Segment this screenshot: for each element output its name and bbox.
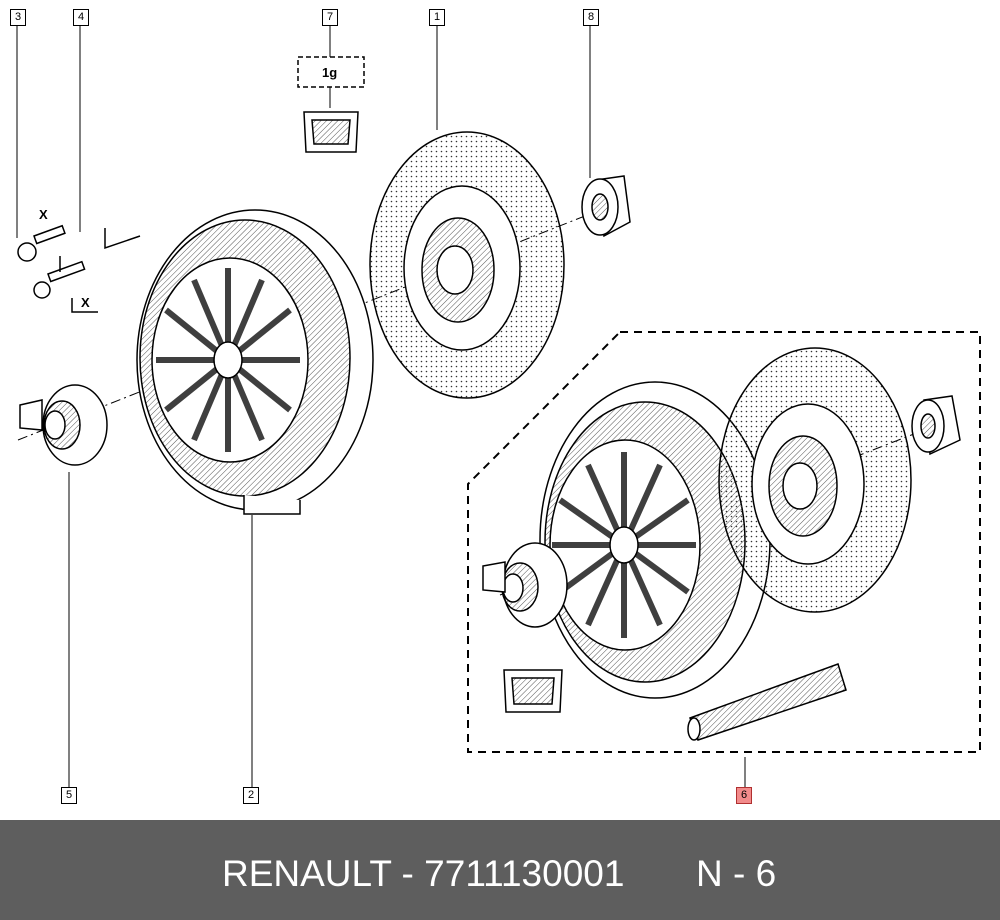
kit-pressure-plate <box>539 381 771 699</box>
bearing-ring <box>581 175 631 238</box>
callout-1[interactable]: 1 <box>429 9 445 26</box>
grease-box <box>297 56 365 88</box>
callout-6-highlighted[interactable]: 6 <box>736 787 752 804</box>
kit-clutch-disc <box>718 347 912 613</box>
kit-boundary <box>467 331 981 753</box>
torque-mark-2: X <box>81 295 90 310</box>
callout-8[interactable]: 8 <box>583 9 599 26</box>
pressure-plate <box>136 209 374 515</box>
clutch-disc <box>369 131 565 399</box>
kit-bearing-ring <box>911 395 961 456</box>
callout-3[interactable]: 3 <box>10 9 26 26</box>
grease-sachet <box>303 111 359 153</box>
footer-bar: RENAULT - 7711130001 N - 6 <box>0 820 1000 920</box>
release-bearing <box>19 384 108 466</box>
alignment-tool <box>687 663 847 741</box>
kit-release-bearing <box>482 542 568 628</box>
kit-grease-sachet <box>503 669 563 713</box>
callout-4[interactable]: 4 <box>73 9 89 26</box>
page-ref: N - 6 <box>696 853 777 894</box>
callout-2[interactable]: 2 <box>243 787 259 804</box>
exploded-parts-diagram: X X 1g <box>16 25 981 787</box>
bolts <box>17 224 141 313</box>
grease-qty: 1g <box>322 65 337 80</box>
torque-mark-1: X <box>39 207 48 222</box>
callout-5[interactable]: 5 <box>61 787 77 804</box>
callout-7[interactable]: 7 <box>322 9 338 26</box>
part-title: RENAULT - 7711130001 <box>222 853 625 894</box>
